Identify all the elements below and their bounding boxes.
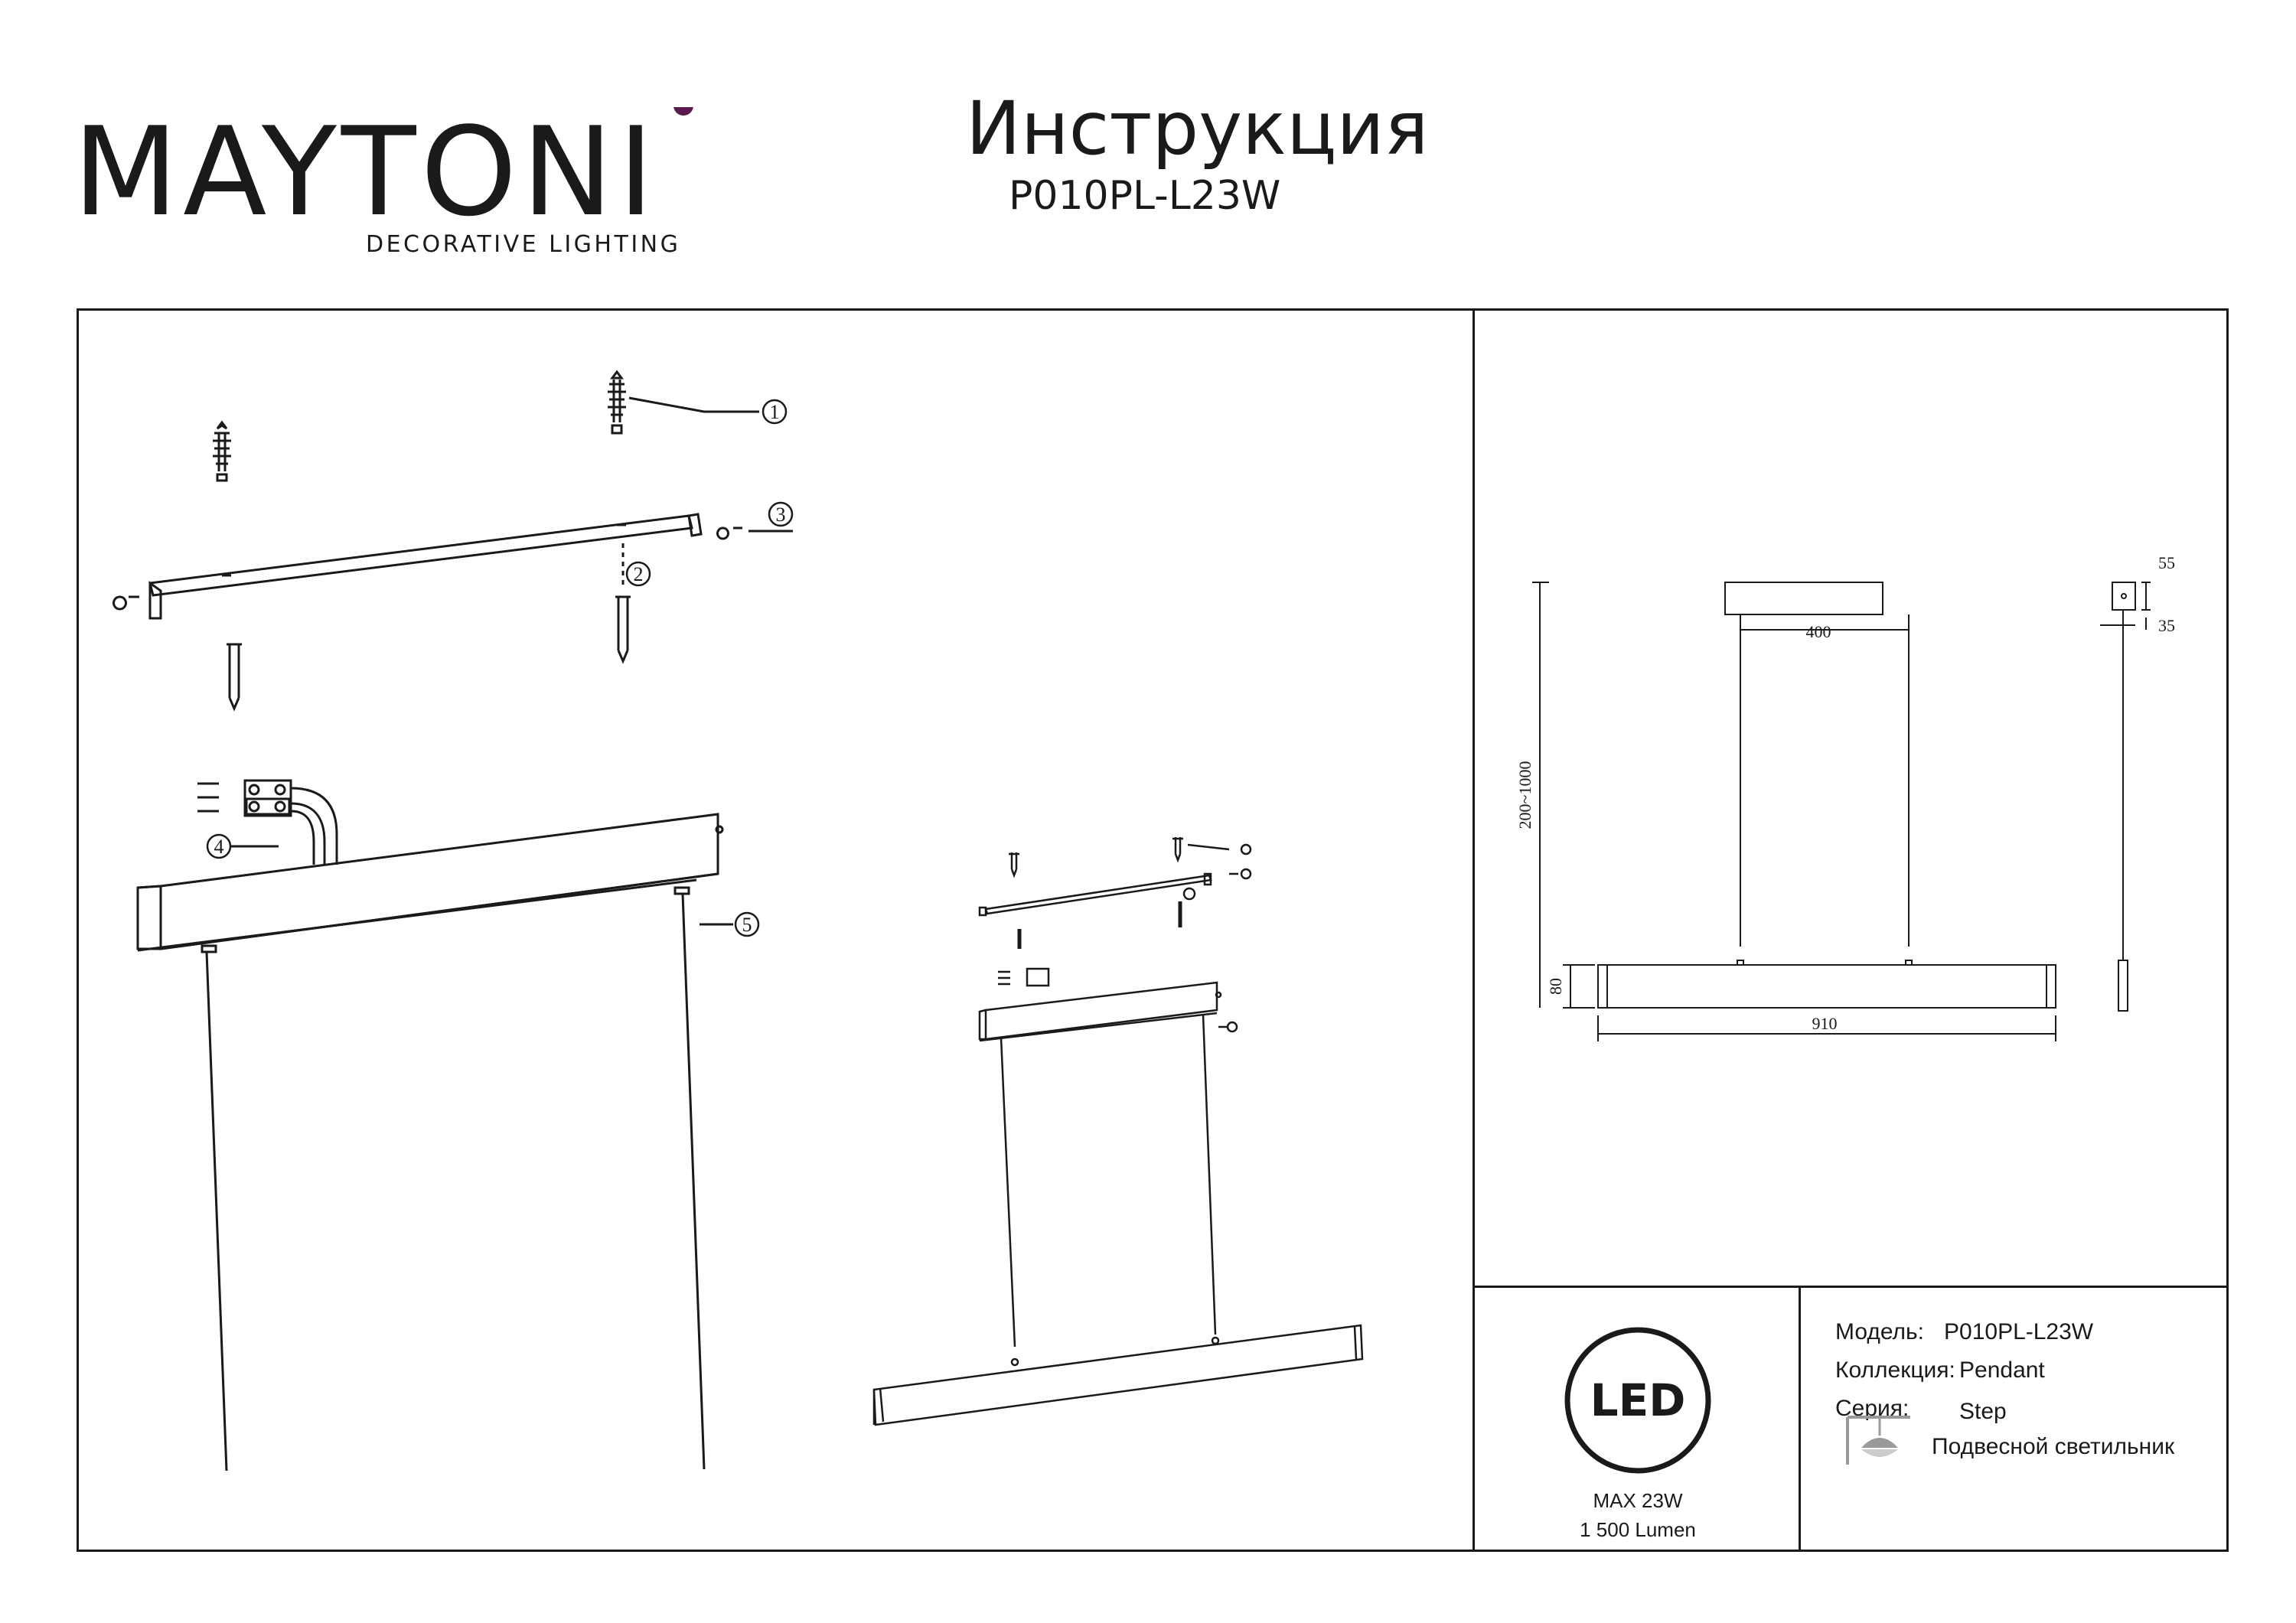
screw-icon [615,595,631,664]
wall-anchor-icon [608,370,626,435]
svg-text:5: 5 [742,914,752,936]
callout-1: 1 [762,399,788,425]
info-divider-vertical [1799,1286,1801,1552]
spec-collection-label: Коллекция: [1835,1357,1955,1383]
suspension-cable [205,951,228,1471]
dim-canopy-height: 55 [2158,553,2175,572]
svg-text:1: 1 [770,401,780,423]
model-code: P010PL-L23W [1009,173,1281,219]
callout-5: 5 [734,911,760,937]
page-title: Инструкция [966,86,1429,171]
canopy-front-view [1724,582,1883,615]
spec-model-label: Модель: [1835,1319,1925,1344]
spec-model-value: P010PL-L23W [1944,1319,2094,1344]
spec-type-value: Подвесной светильник [1932,1434,2175,1459]
led-power: MAX 23W [1593,1489,1683,1512]
screw-icon [227,643,242,712]
callout-3: 3 [768,501,794,527]
wall-anchor-icon [213,420,231,482]
svg-text:4: 4 [214,836,224,858]
nut-icon [113,595,139,611]
dim-canopy-depth: 35 [2158,616,2175,635]
dim-body-length: 910 [1812,1014,1838,1033]
luminaire-side-view [2118,960,2128,1012]
mounting-bracket [148,513,703,620]
pendant-lamp-icon [1846,1416,1910,1465]
instruction-frame [77,308,2229,1552]
led-flux: 1 500 Lumen [1580,1518,1696,1541]
suspension-cable [681,893,706,1470]
assembly-diagram: 1 2 3 4 5 [113,370,1364,1471]
dim-cable-length: 200~1000 [1515,761,1534,829]
canopy-side-view [2112,582,2136,611]
spec-collection-value: Pendant [1959,1357,2045,1383]
canopy-box [136,813,724,953]
led-icon: LED [1564,1327,1711,1474]
dim-body-height: 80 [1546,978,1565,995]
terminal-block [197,779,338,865]
nut-icon [716,526,742,540]
led-label: LED [1590,1374,1686,1426]
brand-logo: MAYTONI [73,107,693,237]
frame-divider-vertical [1473,308,1475,1552]
frame-divider-horizontal [1473,1286,2229,1288]
luminaire-front-view [1597,964,2056,1009]
spec-series-value: Step [1959,1399,2007,1424]
callout-2: 2 [625,561,651,587]
svg-text:2: 2 [634,563,644,585]
svg-text:3: 3 [776,504,786,526]
dim-canopy-width: 400 [1806,622,1831,641]
dimension-drawing: 400 200~1000 80 910 55 35 [1515,553,2175,1041]
brand-name: MAYTONI [73,107,658,237]
brand-logo-dot [673,107,693,116]
brand-tagline: DECORATIVE LIGHTING [366,231,681,258]
callout-4: 4 [206,833,232,859]
overview-diagram [872,837,1364,1426]
